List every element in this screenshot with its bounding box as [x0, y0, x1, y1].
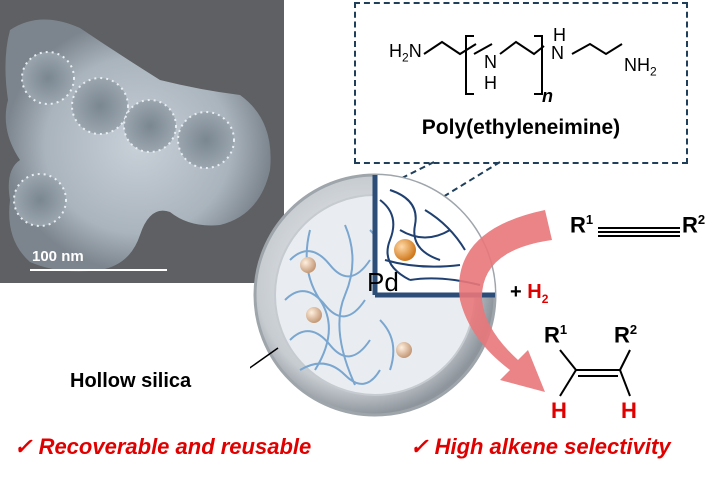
- check-icon: ✓: [410, 434, 429, 459]
- pd-nanoparticle: [306, 307, 322, 323]
- alkene-h2: H: [621, 398, 637, 423]
- repeat-count: n: [542, 86, 553, 106]
- triple-bond: [598, 227, 680, 237]
- hollow-sphere: [123, 99, 177, 153]
- amine-mid: N: [484, 52, 497, 72]
- pd-nanoparticle: [300, 257, 316, 273]
- scale-bar-label: 100 nm: [32, 248, 84, 265]
- polymer-network: [284, 224, 395, 386]
- plus-hydrogen: + H2: [510, 281, 549, 306]
- tem-image: [0, 0, 284, 283]
- amine-right: N: [551, 43, 564, 63]
- polymer-name: Poly(ethyleneimine): [421, 116, 621, 139]
- pd-nanoparticle-large: [394, 239, 416, 261]
- hollow-silica-label: Hollow silica: [70, 370, 192, 392]
- pd-nanoparticle: [396, 342, 412, 358]
- amine-right-h: H: [553, 25, 566, 45]
- hollow-silica-leader: [250, 347, 279, 369]
- alkene-h1: H: [551, 398, 567, 423]
- reaction-arrow: [459, 210, 552, 392]
- tem-micrograph: [0, 0, 284, 283]
- check-icon: ✓: [14, 434, 33, 459]
- hollow-sphere: [13, 173, 67, 227]
- hollow-sphere: [177, 111, 235, 169]
- alkene-bonds: [559, 349, 631, 397]
- hollow-sphere: [71, 77, 129, 135]
- feature-selectivity: ✓ High alkene selectivity: [410, 434, 671, 459]
- amine-terminal: NH2: [624, 55, 657, 79]
- feature-recoverable: ✓ Recoverable and reusable: [14, 434, 312, 459]
- alkyne-r1: R1: [570, 212, 594, 238]
- alkene-r2: R2: [614, 322, 638, 348]
- pd-label: Pd: [367, 267, 399, 297]
- alkyne-r2: R2: [682, 212, 706, 238]
- polymer-skeleton: [423, 35, 623, 95]
- hollow-silica-particle: [250, 173, 497, 417]
- hollow-sphere: [21, 51, 75, 105]
- amine-left: H2N: [389, 41, 422, 65]
- amine-mid-h: H: [484, 73, 497, 93]
- alkene-r1: R1: [544, 322, 568, 348]
- polymer-callout: [354, 2, 688, 164]
